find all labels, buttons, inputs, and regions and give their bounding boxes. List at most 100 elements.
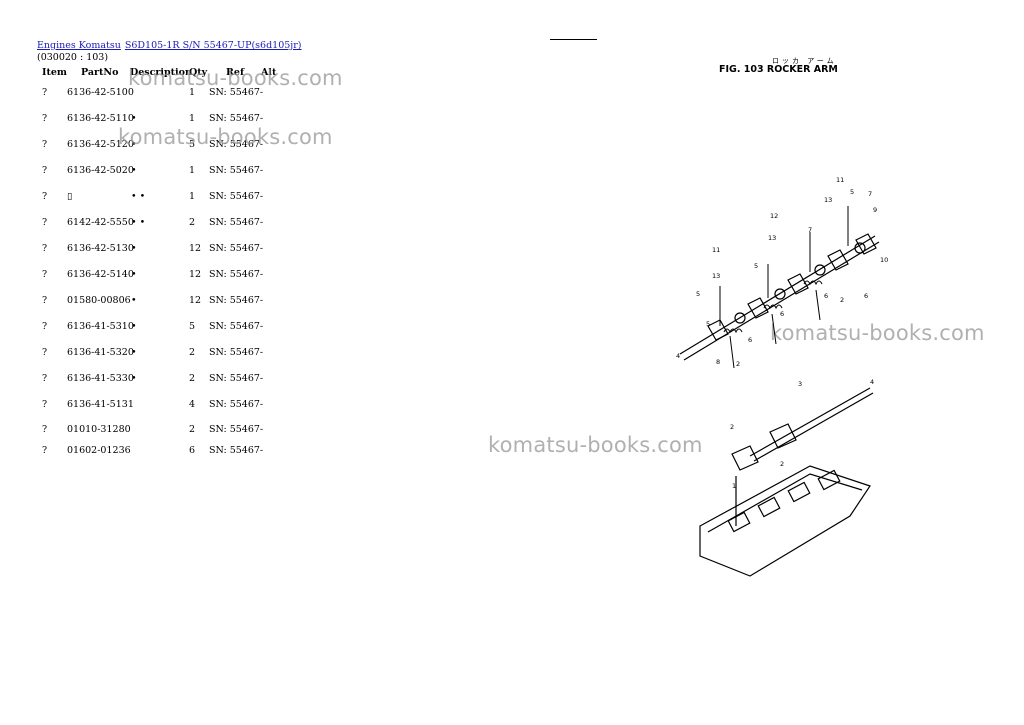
cell-item: ?: [42, 347, 48, 358]
cell-partno: 6136-42-5020: [67, 165, 134, 176]
cell-qty: 1: [189, 165, 196, 176]
cell-ref: SN: 55467-: [209, 191, 264, 202]
cell-description: •: [131, 321, 137, 332]
header-partno: PartNo: [81, 67, 119, 78]
cell-ref: SN: 55467-: [209, 347, 264, 358]
cell-item: ?: [42, 445, 48, 456]
cell-ref: SN: 55467-: [209, 424, 264, 435]
svg-text:7: 7: [808, 226, 812, 234]
cell-partno: 6136-41-5131: [67, 399, 134, 410]
cell-description: •: [131, 269, 137, 280]
cell-item: ?: [42, 139, 48, 150]
svg-text:5: 5: [696, 290, 700, 298]
cell-qty: 5: [189, 321, 196, 332]
cell-item: ?: [42, 87, 48, 98]
cell-partno: 6136-42-5100: [67, 87, 134, 98]
svg-text:13: 13: [768, 234, 776, 242]
cell-item: ?: [42, 399, 48, 410]
svg-text:3: 3: [798, 380, 802, 388]
cell-item: ?: [42, 424, 48, 435]
cell-item: ?: [42, 373, 48, 384]
cell-partno: 6136-41-5330: [67, 373, 134, 384]
cell-qty: 1: [189, 87, 196, 98]
cell-description: •: [131, 243, 137, 254]
svg-text:2: 2: [780, 460, 784, 468]
cell-item: ?: [42, 243, 48, 254]
header-qty: Qty: [189, 67, 208, 78]
cell-partno: ▯: [67, 191, 73, 202]
svg-text:6: 6: [780, 310, 784, 318]
cell-partno: 01010-31280: [67, 424, 131, 435]
breadcrumb-link-engines[interactable]: Engines Komatsu: [37, 40, 121, 51]
svg-text:2: 2: [736, 360, 740, 368]
cell-qty: 2: [189, 217, 196, 228]
cell-ref: SN: 55467-: [209, 165, 264, 176]
cell-qty: 2: [189, 373, 196, 384]
rocker-shaft-upper: [679, 235, 876, 355]
cell-qty: 12: [189, 295, 202, 306]
svg-text:13: 13: [824, 196, 832, 204]
breadcrumb-link-model[interactable]: S6D105-1R S/N 55467-UP(s6d105jr): [124, 40, 302, 51]
rocker-arms-lower: [731, 423, 797, 471]
adjust-screws: [719, 206, 849, 369]
cell-partno: 6136-41-5320: [67, 347, 134, 358]
cell-item: ?: [42, 295, 48, 306]
cell-description: • •: [131, 191, 146, 202]
cell-ref: SN: 55467-: [209, 399, 264, 410]
springs-upper: [723, 280, 823, 334]
cell-partno: 01602-01236: [67, 445, 131, 456]
cell-item: ?: [42, 165, 48, 176]
figure-callouts: 11 13 5 7 9 12 13 11 13 10 7 5 5 5 6 6 6…: [676, 176, 888, 490]
cell-qty: 1: [189, 191, 196, 202]
svg-text:10: 10: [880, 256, 888, 264]
cell-ref: SN: 55467-: [209, 295, 264, 306]
cell-description: •: [131, 139, 137, 150]
svg-text:7: 7: [868, 190, 872, 198]
svg-text:6: 6: [748, 336, 752, 344]
cell-qty: 5: [189, 139, 196, 150]
cell-description: •: [131, 165, 137, 176]
svg-text:4: 4: [676, 352, 680, 360]
watermark: komatsu-books.com: [488, 433, 703, 457]
header-alt: Alt: [261, 67, 277, 78]
svg-text:2: 2: [840, 296, 844, 304]
cell-description: •: [131, 295, 137, 306]
watermark: komatsu-books.com: [770, 321, 985, 345]
cell-description: •: [131, 113, 137, 124]
svg-text:9: 9: [873, 206, 877, 214]
cylinder-head: [699, 465, 871, 577]
cell-qty: 4: [189, 399, 196, 410]
cell-item: ?: [42, 217, 48, 228]
cell-qty: 12: [189, 243, 202, 254]
cell-ref: SN: 55467-: [209, 373, 264, 384]
rocker-shaft-lower: [749, 387, 871, 457]
cell-item: ?: [42, 113, 48, 124]
cell-description: • •: [131, 217, 146, 228]
cell-partno: 6136-42-5130: [67, 243, 134, 254]
top-rule: [550, 39, 597, 40]
cell-ref: SN: 55467-: [209, 139, 264, 150]
rocker-arm-diagram: 11 13 5 7 9 12 13 11 13 10 7 5 5 5 6 6 6…: [676, 176, 888, 577]
svg-text:13: 13: [712, 272, 720, 280]
group-code: (030020 : 103): [37, 52, 109, 63]
svg-text:11: 11: [712, 246, 720, 254]
watermark: komatsu-books.com: [118, 125, 333, 149]
svg-text:5: 5: [706, 320, 710, 328]
svg-text:2: 2: [730, 423, 734, 431]
svg-text:4: 4: [870, 378, 874, 386]
cell-partno: 6136-42-5120: [67, 139, 134, 150]
cell-qty: 6: [189, 445, 196, 456]
cell-ref: SN: 55467-: [209, 445, 264, 456]
watermark: komatsu-books.com: [128, 66, 343, 90]
cell-ref: SN: 55467-: [209, 269, 264, 280]
cell-partno: 6136-42-5110: [67, 113, 134, 124]
cell-qty: 2: [189, 347, 196, 358]
cell-qty: 12: [189, 269, 202, 280]
cell-ref: SN: 55467-: [209, 87, 264, 98]
header-ref: Ref: [226, 67, 245, 78]
svg-text:8: 8: [716, 358, 720, 366]
cell-ref: SN: 55467-: [209, 113, 264, 124]
svg-text:6: 6: [824, 292, 828, 300]
svg-text:12: 12: [770, 212, 778, 220]
